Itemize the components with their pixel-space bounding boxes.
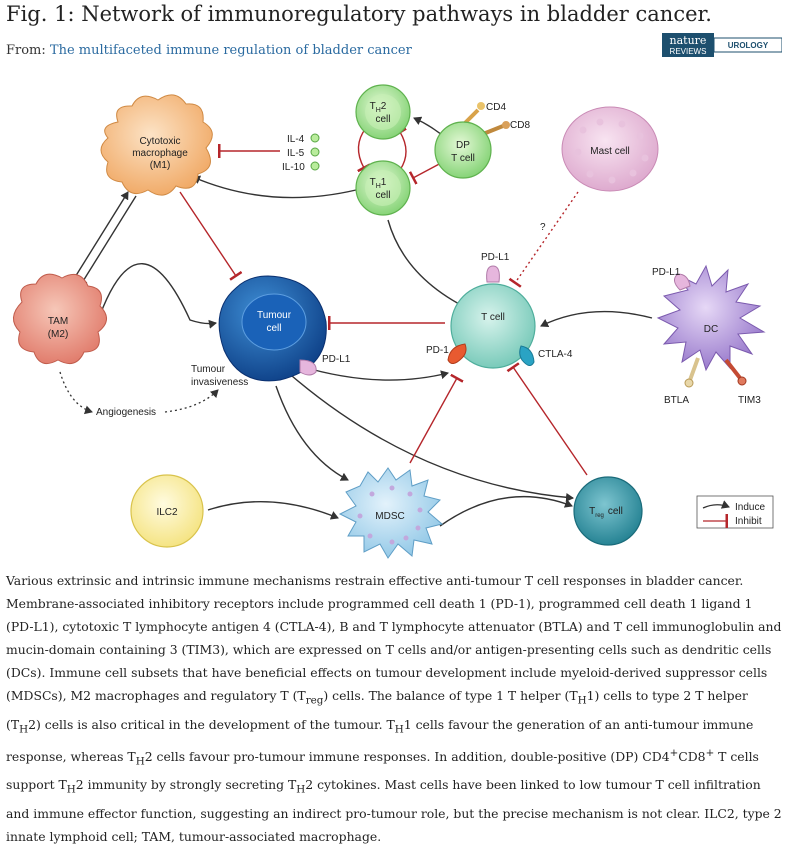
arrow-tumour-to-tcell — [299, 365, 449, 381]
arrow-tumour-to-treg — [291, 375, 574, 502]
source-line: From: The multifaceted immune regulation… — [6, 43, 412, 58]
cd4-label: CD4 — [486, 102, 506, 113]
arrow-dc-to-tcell — [540, 310, 653, 327]
inhibit-mdsc-to-tcell — [409, 373, 464, 464]
pd1-label: PD-1 — [426, 345, 449, 356]
tumour-invasiveness-1: Tumour — [191, 364, 226, 375]
cd8-label: CD8 — [510, 120, 530, 131]
tumour-pdl1-label: PD-L1 — [322, 354, 351, 365]
arrow-angiogenesis-to-invasiveness — [164, 389, 219, 413]
tcell-pdl1-receptor — [486, 265, 500, 283]
svg-text:MDSC: MDSC — [375, 511, 404, 522]
svg-text:TH1: TH1 — [370, 177, 387, 190]
btla-receptor — [688, 357, 700, 381]
mdsc-cell: MDSC — [338, 467, 444, 559]
svg-text:DP: DP — [456, 140, 470, 151]
svg-text:ILC2: ILC2 — [156, 507, 178, 518]
t-cell: T cell — [450, 283, 536, 369]
svg-text:T cell: T cell — [451, 153, 475, 164]
btla-label: BTLA — [664, 395, 689, 406]
mast-cell: Mast cell — [561, 106, 659, 192]
from-label: From: — [6, 43, 46, 58]
svg-text:REVIEWS: REVIEWS — [670, 47, 707, 56]
dc-pdl1-label: PD-L1 — [652, 267, 681, 278]
arrow-tam-to-tumour — [99, 263, 217, 329]
svg-text:nature: nature — [670, 34, 707, 47]
ctla4-label: CTLA-4 — [538, 349, 573, 360]
arrow-th1-to-macrophage — [192, 175, 357, 199]
legend: Induce Inhibit — [696, 495, 774, 529]
arrow-tumour-to-mdsc — [275, 385, 349, 481]
macrophage-label-2: macrophage — [132, 148, 188, 159]
arrow-mast-inhibit-tcell — [508, 191, 579, 288]
inhibit-dp-to-th1 — [408, 161, 444, 185]
svg-text:cell: cell — [375, 190, 390, 201]
svg-text:cell: cell — [266, 323, 281, 334]
svg-text:Mast cell: Mast cell — [590, 146, 629, 157]
th1-cell: TH1 cell — [355, 160, 411, 216]
arrow-ilc2-to-mdsc — [207, 500, 339, 520]
inhibit-macrophage-to-tumour — [179, 191, 243, 281]
arrow-tam-to-angiogenesis — [59, 371, 93, 415]
tumour-invasiveness-2: invasiveness — [191, 377, 248, 388]
tumour-pdl1-receptor — [299, 359, 317, 376]
inhibit-th2-to-th1 — [357, 127, 371, 173]
arrow-mdsc-to-treg — [439, 495, 573, 527]
cytotoxic-macrophage-cell: Cytotoxic macrophage (M1) — [100, 94, 213, 196]
dc-pdl1-receptor — [674, 273, 691, 291]
pd1-receptor — [447, 343, 467, 364]
article-link[interactable]: The multifaceted immune regulation of bl… — [49, 43, 412, 58]
svg-text:T cell: T cell — [481, 312, 505, 323]
tim3-receptor — [724, 358, 742, 380]
il5-label: IL-5 — [287, 148, 305, 159]
tcell-pdl1-label: PD-L1 — [481, 252, 510, 263]
svg-text:TAM: TAM — [48, 316, 68, 327]
ilc2-cell: ILC2 — [130, 474, 204, 548]
dp-t-cell: DP T cell CD4 CD8 — [434, 102, 530, 179]
arrow-macrophage-to-tam — [79, 195, 137, 287]
il10-label: IL-10 — [282, 162, 305, 173]
il4-label: IL-4 — [287, 134, 305, 145]
macrophage-label-3: (M1) — [150, 160, 171, 171]
svg-text:(M2): (M2) — [48, 329, 69, 340]
figure-title: Fig. 1: Network of immunoregulatory path… — [6, 2, 712, 26]
tumour-cell: Tumour cell — [218, 275, 327, 382]
inhibit-treg-to-tcell — [506, 362, 588, 476]
question-mark: ? — [540, 222, 546, 233]
arrow-tam-to-macrophage — [71, 191, 129, 283]
legend-inhibit: Inhibit — [735, 516, 762, 527]
legend-induce: Induce — [735, 502, 765, 513]
dendritic-cell: DC — [656, 264, 766, 372]
svg-text:Tumour: Tumour — [257, 310, 292, 321]
th2-cell: TH2 cell — [355, 84, 411, 140]
inhibit-th1-to-th2 — [393, 127, 407, 171]
figure-caption: Various extrinsic and intrinsic immune m… — [6, 573, 782, 844]
cytokine-labels: IL-4 IL-5 IL-10 — [282, 133, 320, 173]
macrophage-label-1: Cytotoxic — [139, 136, 180, 147]
svg-text:DC: DC — [704, 324, 718, 335]
ctla4-receptor — [519, 345, 535, 366]
svg-text:UROLOGY: UROLOGY — [728, 41, 769, 50]
immune-network-diagram: Cytotoxic macrophage (M1) IL-4 IL-5 IL-1… — [13, 84, 774, 559]
angiogenesis-label: Angiogenesis — [96, 407, 156, 418]
journal-logo[interactable]: nature REVIEWS UROLOGY — [662, 33, 782, 57]
svg-text:cell: cell — [375, 114, 390, 125]
tim3-label: TIM3 — [738, 395, 761, 406]
svg-text:TH2: TH2 — [370, 101, 387, 114]
tam-cell: TAM (M2) — [13, 273, 107, 365]
